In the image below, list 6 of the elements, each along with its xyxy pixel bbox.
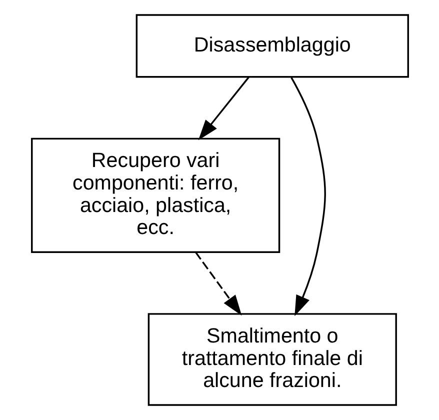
arrow — [194, 252, 242, 316]
node-box: Recupero vari componenti: ferro, acciaio, plastica, ecc. — [30, 138, 280, 253]
arrow — [198, 76, 249, 140]
arrow — [290, 77, 326, 316]
node-box: Smaltimento o trattamento finale di alcune frazioni. — [147, 313, 396, 406]
node-box: Disassemblaggio — [135, 14, 408, 78]
